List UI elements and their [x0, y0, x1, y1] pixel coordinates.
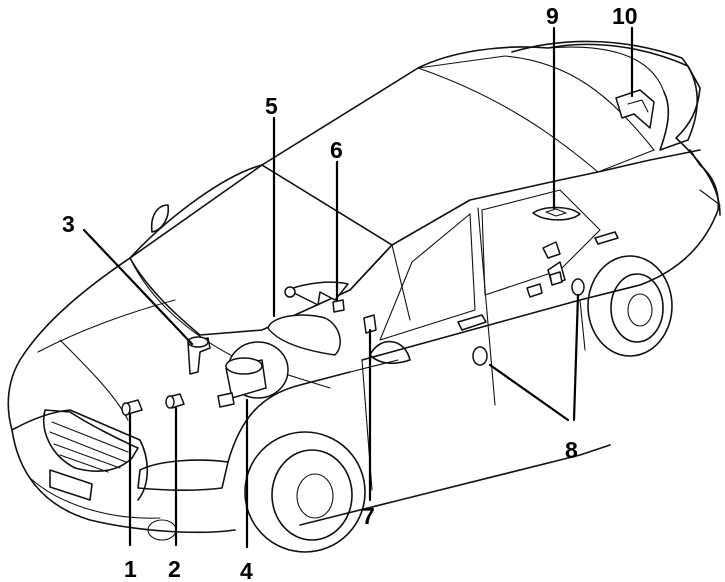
component-9-roof-module — [532, 206, 581, 221]
component-7-pillar-sensor — [363, 314, 377, 334]
component-10-rear-part — [615, 89, 655, 129]
component-3-unit — [187, 336, 211, 375]
callout-10: 10 — [612, 3, 638, 29]
callout-3: 3 — [62, 211, 75, 237]
callout-9: 9 — [546, 3, 559, 29]
callout-4: 4 — [240, 558, 253, 582]
callout-2: 2 — [168, 556, 181, 582]
callout-1: 1 — [124, 556, 137, 582]
component-1-sensor — [121, 399, 143, 416]
component-5-steering-wheel — [267, 314, 341, 356]
component-6-dash-part — [284, 281, 349, 313]
callout-6: 6 — [330, 137, 343, 163]
component-2-sensor — [165, 393, 185, 409]
component-4-airbag-control-unit — [217, 341, 289, 408]
callout-5: 5 — [265, 93, 278, 119]
car-body — [7, 40, 721, 553]
component-8-side-sensors — [472, 241, 585, 366]
leader-lines — [82, 26, 634, 549]
callout-8: 8 — [565, 437, 578, 463]
callout-7: 7 — [362, 503, 375, 529]
